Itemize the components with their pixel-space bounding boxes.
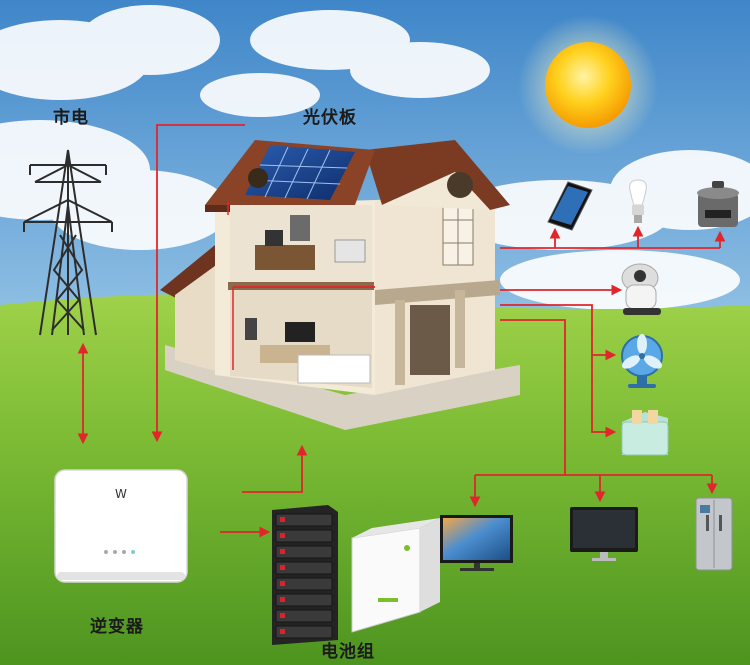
fridge-icon — [695, 497, 733, 571]
sun-icon — [518, 15, 658, 155]
power-pylon-icon — [23, 149, 113, 336]
battery-wall-icon — [351, 518, 440, 633]
light-bulb-icon — [629, 179, 647, 223]
wiring — [77, 124, 726, 538]
phone-icon — [547, 181, 593, 231]
solar-inverter-link — [151, 124, 245, 443]
label-grid: 市电 — [53, 108, 89, 128]
rice-cooker-icon — [697, 181, 739, 227]
label-solar: 光伏板 — [303, 108, 357, 128]
tv-icon — [440, 515, 513, 571]
label-inverter: 逆变器 — [90, 617, 144, 637]
coffee-machine-icon — [621, 263, 661, 315]
battery-rack-icon — [272, 505, 338, 645]
inverter-icon: W — [54, 469, 188, 583]
solar-panel-icon — [245, 145, 355, 200]
toaster-icon — [621, 410, 669, 456]
clouds — [0, 5, 750, 310]
fan-icon — [621, 334, 663, 388]
monitor-icon — [570, 507, 638, 561]
battery-house-link — [242, 444, 308, 493]
label-battery: 电池组 — [321, 642, 375, 662]
svg-text:W: W — [115, 487, 127, 501]
house-icon — [160, 140, 520, 430]
